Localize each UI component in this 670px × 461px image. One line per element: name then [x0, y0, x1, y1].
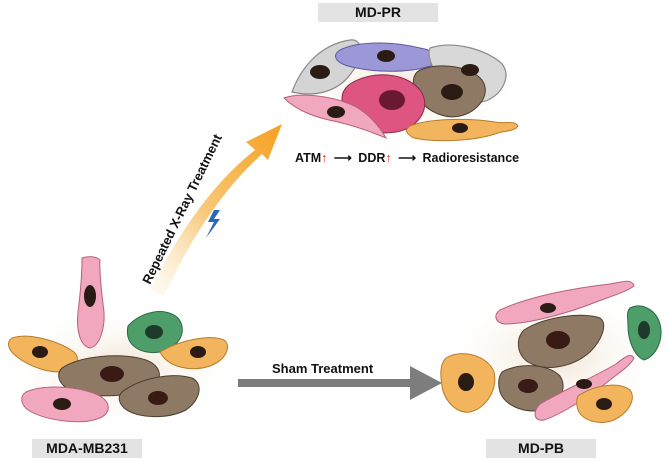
radioresistance-label: Radioresistance: [423, 151, 520, 165]
atm-up-arrow: ↑: [321, 151, 327, 165]
pathway-row: ATM↑ ⟶ DDR↑ ⟶ Radioresistance: [295, 151, 519, 165]
mda-mb231-label: MDA-MB231: [46, 440, 128, 456]
sham-arrow-shaft: [238, 379, 414, 387]
lightning-icon: [206, 210, 220, 238]
arrow-1: ⟶: [334, 151, 353, 165]
cell-pink: [495, 280, 635, 325]
sham-label: Sham Treatment: [272, 361, 374, 376]
ddr-up-arrow: ↑: [385, 151, 391, 165]
ddr-label: DDR: [358, 151, 385, 165]
md-pr-group: MD-PR: [275, 3, 525, 165]
md-pr-label: MD-PR: [355, 4, 401, 20]
md-pr-label-box: [318, 3, 438, 22]
mda-mb231-group: MDA-MB231: [0, 256, 240, 458]
xray-arrow: [150, 124, 282, 296]
sham-arrow-group: Sham Treatment: [238, 361, 442, 400]
arrow-2: ⟶: [398, 151, 417, 165]
md-pb-group: MD-PB: [440, 280, 670, 458]
md-pb-label: MD-PB: [518, 440, 564, 456]
atm-label: ATM: [295, 151, 321, 165]
md-pr-cell-cluster: [275, 30, 525, 150]
xray-arrow-group: Repeated X-Ray Treatment: [139, 124, 282, 296]
md-pb-label-box: [486, 439, 596, 458]
svg-text:ATM↑ ⟶ DDR↑: ATM↑ ⟶ DDR↑ ⟶ Radioresistance: [295, 151, 519, 165]
sham-arrow-head: [410, 366, 442, 400]
mda-mb231-label-box: [32, 439, 142, 458]
